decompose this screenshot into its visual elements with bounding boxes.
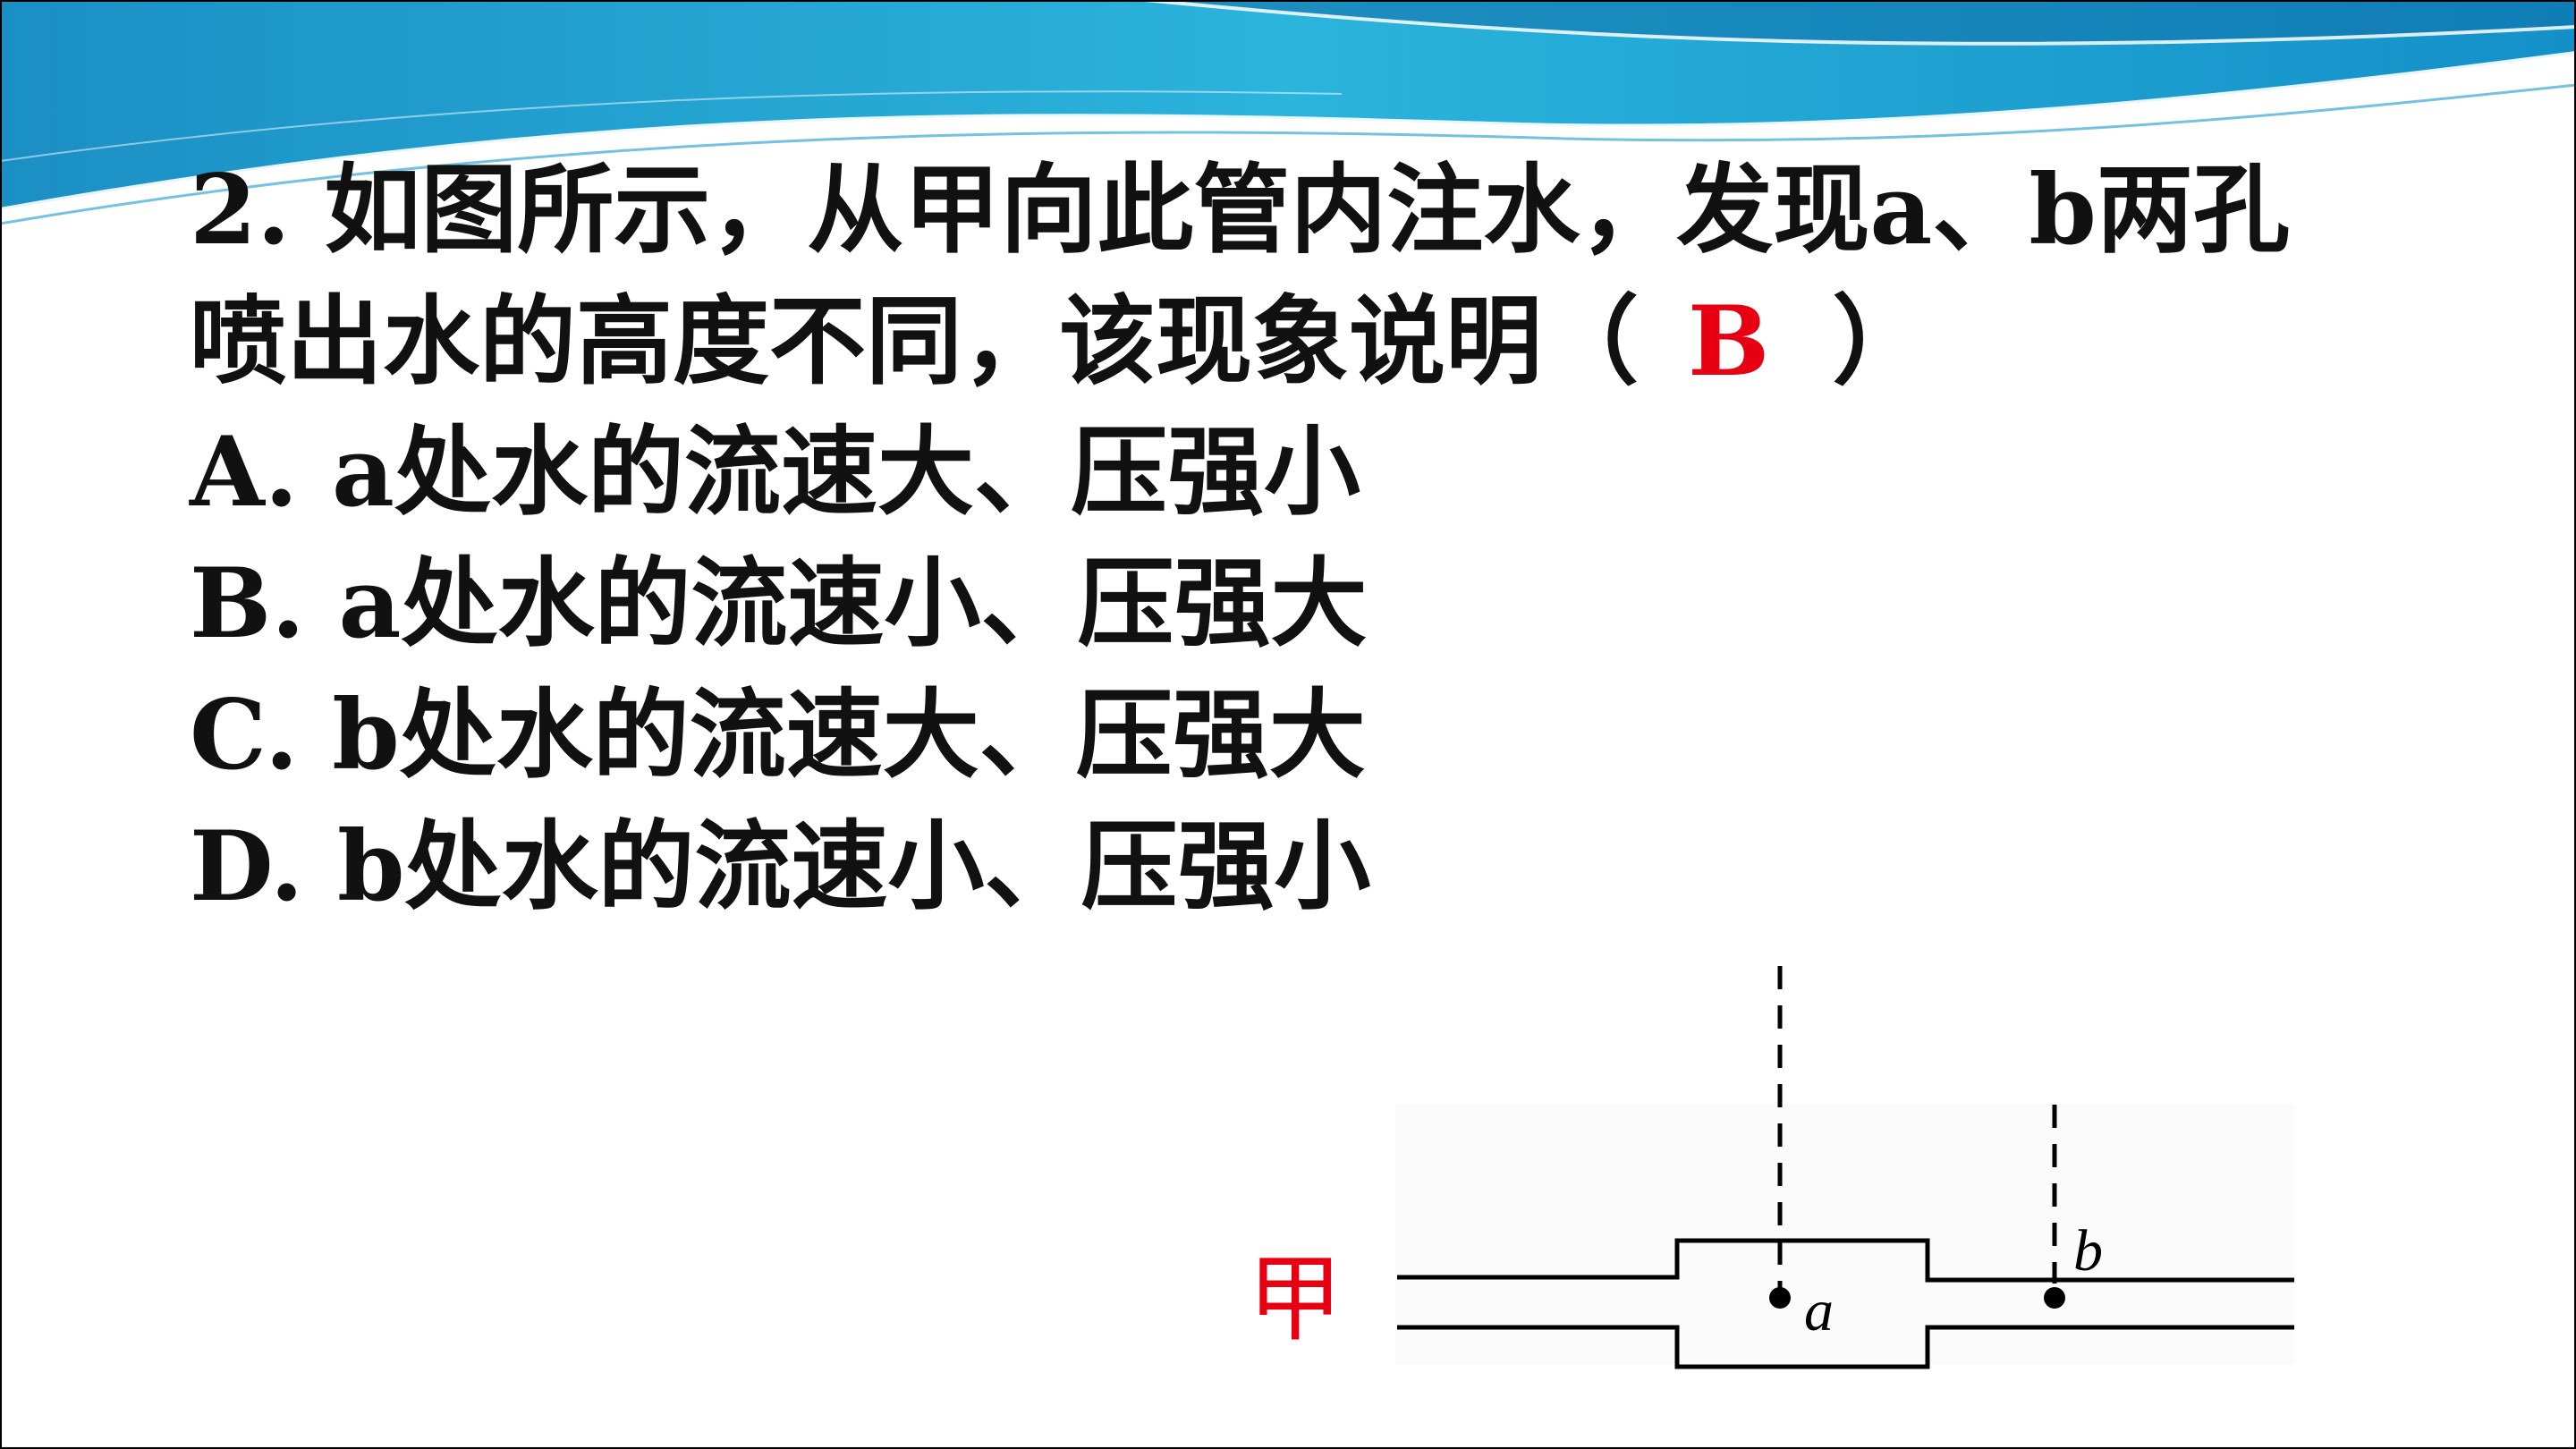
pipe-outline	[1397, 1238, 2294, 1369]
point-b-dot	[2044, 1287, 2065, 1309]
answer-options: A. a处水的流速大、压强小 B. a处水的流速小、压强大 C. b处水的流速大…	[190, 407, 1371, 933]
option-d: D. b处水的流速小、压强小	[190, 810, 1371, 923]
point-a-dot	[1769, 1287, 1791, 1309]
option-c: C. b处水的流速大、压强大	[190, 679, 1366, 792]
question-line-2: 喷出水的高度不同，该现象说明（ B ）	[190, 276, 2390, 408]
point-b-label: b	[2073, 1218, 2103, 1284]
question-text: 2. 如图所示，从甲向此管内注水，发现a、b两孔 喷出水的高度不同，该现象说明（…	[190, 145, 2390, 408]
option-b: B. a处水的流速小、压强大	[190, 547, 1368, 660]
closing-paren: ）	[1832, 285, 1929, 398]
question-line-1: 2. 如图所示，从甲向此管内注水，发现a、b两孔	[190, 154, 2290, 267]
answer-letter: B	[1688, 285, 1770, 398]
wave-banner	[0, 0, 2576, 225]
inlet-label: 甲	[1248, 1244, 1343, 1354]
diagram-background	[1395, 1105, 2294, 1364]
point-a-label: a	[1804, 1278, 1834, 1343]
question-line-2-text: 喷出水的高度不同，该现象说明（	[190, 285, 1640, 398]
option-a: A. a处水的流速大、压强小	[190, 416, 1360, 529]
